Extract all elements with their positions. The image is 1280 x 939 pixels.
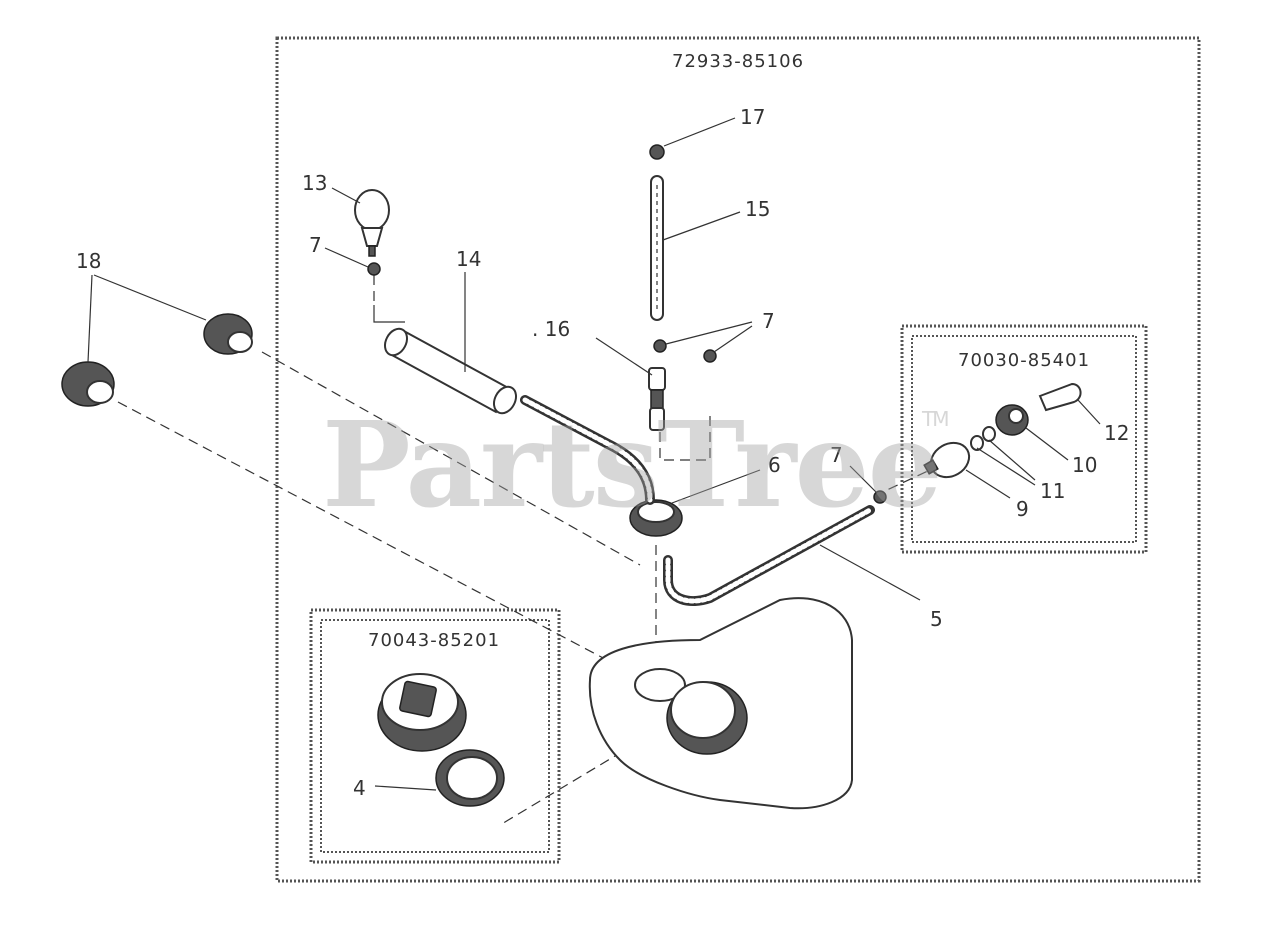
grommet-18-right [203, 313, 253, 355]
fuel-cap-assembly [377, 673, 467, 752]
check-valve-16 [648, 367, 666, 431]
clamp-7-right [703, 349, 717, 363]
filter-washers-11 [970, 426, 996, 451]
leader-7-right [713, 325, 753, 353]
callout-15: 15 [745, 197, 770, 221]
cap-kit-frame [309, 608, 561, 864]
clamp-7-top [653, 339, 667, 353]
return-hose-pattern [522, 397, 653, 503]
callout-17: 17 [740, 105, 765, 129]
leader-10 [1025, 427, 1069, 461]
primer-bulb-13 [354, 189, 390, 257]
leader-6 [671, 469, 761, 504]
callout-14: 14 [456, 247, 481, 271]
callout-7-top: 7 [762, 309, 775, 333]
cap-kit-code: 70043-85201 [368, 630, 500, 651]
leader-9 [965, 469, 1011, 499]
clamp-17 [649, 144, 665, 160]
guide-line-18a [261, 351, 641, 566]
leader-13 [331, 187, 361, 204]
fuel-tank [588, 597, 853, 810]
filter-kit-frame [900, 324, 1148, 554]
filter-element-10 [995, 404, 1029, 436]
callout-11: 11 [1040, 479, 1065, 503]
leader-7-filter [849, 465, 877, 493]
callout-4: 4 [353, 776, 366, 800]
leader-7-top [665, 321, 753, 345]
callout-7-filter: 7 [830, 443, 843, 467]
callout-13: 13 [302, 171, 327, 195]
guide-line-16 [659, 410, 711, 461]
filter-kit-code: 70030-85401 [958, 350, 1090, 371]
leader-11b [988, 439, 1036, 481]
leader-7-left [324, 247, 369, 268]
grommet-18-left [61, 361, 115, 407]
leader-18b [87, 274, 93, 363]
cap-gasket-4 [435, 749, 505, 807]
guide-line-filter [873, 469, 931, 497]
tank-vent-opening [634, 668, 686, 702]
vent-tube-15 [650, 175, 664, 321]
guide-line-cap [499, 734, 651, 826]
clamp-7-left [367, 262, 381, 276]
tank-filler-cap-top [670, 681, 736, 739]
main-assembly-frame [275, 36, 1201, 883]
main-assembly-code: 72933-85106 [672, 51, 804, 72]
leader-4 [374, 785, 437, 791]
sleeve-14 [383, 327, 518, 415]
clamp-7-filter [873, 490, 887, 504]
filter-clip-12 [1038, 382, 1082, 412]
callout-7-left: 7 [309, 233, 322, 257]
return-hose [520, 395, 655, 505]
callout-16: . 16 [532, 317, 570, 341]
callout-10: 10 [1072, 453, 1097, 477]
leader-12 [1077, 399, 1101, 425]
cap-kit-inner-frame [320, 619, 550, 853]
leader-18a [93, 274, 207, 321]
guide-line-18b [117, 401, 661, 689]
grommet-6 [629, 499, 683, 537]
callout-18: 18 [76, 249, 101, 273]
callout-12: 12 [1104, 421, 1129, 445]
guide-line-14 [373, 305, 405, 323]
fuel-hose-5-pattern [665, 507, 873, 604]
leader-11a [976, 447, 1036, 486]
filter-kit-inner-frame [911, 335, 1137, 543]
leader-16 [595, 337, 653, 376]
fuel-filter-9 [923, 441, 971, 479]
leader-5 [819, 544, 921, 601]
leader-15 [662, 211, 741, 241]
callout-5: 5 [930, 607, 943, 631]
leader-17 [663, 117, 736, 147]
callout-6: 6 [768, 453, 781, 477]
callout-9: 9 [1016, 497, 1029, 521]
